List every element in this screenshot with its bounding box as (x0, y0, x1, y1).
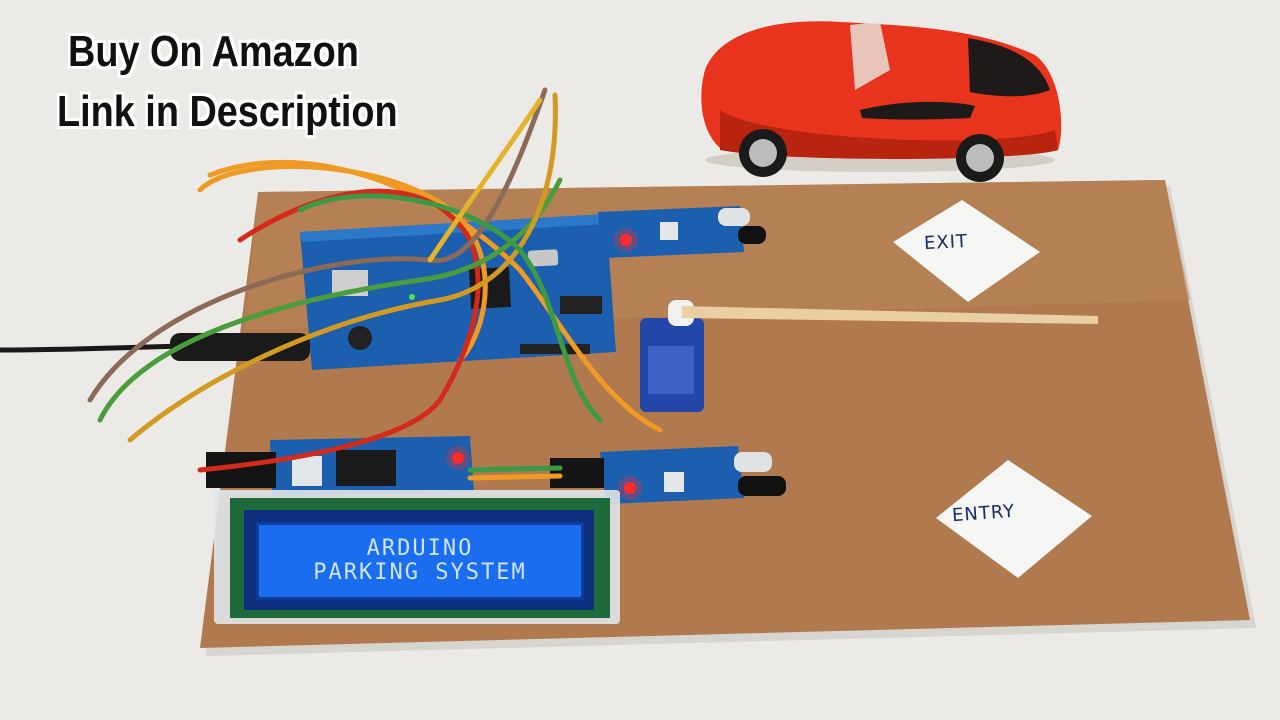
overlay-caption-line2: Link in Description (57, 87, 398, 136)
lcd-line-2: PARKING SYSTEM (313, 560, 527, 585)
ir-sensor-top (598, 206, 766, 258)
barrier-arm (682, 306, 1098, 324)
lcd-line-1: ARDUINO (366, 536, 474, 561)
entry-label: ENTRY (951, 500, 1016, 527)
jumper-wires (87, 87, 663, 481)
lcd-screen: ARDUINO PARKING SYSTEM (256, 522, 584, 600)
entry-card (936, 460, 1092, 578)
ir-sensor-bottom (550, 446, 786, 504)
power-jack (170, 333, 310, 361)
overlay-caption-line1: Buy On Amazon (68, 27, 359, 76)
power-cable (0, 343, 181, 353)
exit-card (893, 200, 1040, 302)
servo-motor (640, 300, 704, 412)
exit-label: EXIT (923, 230, 969, 255)
toy-car (701, 21, 1062, 182)
